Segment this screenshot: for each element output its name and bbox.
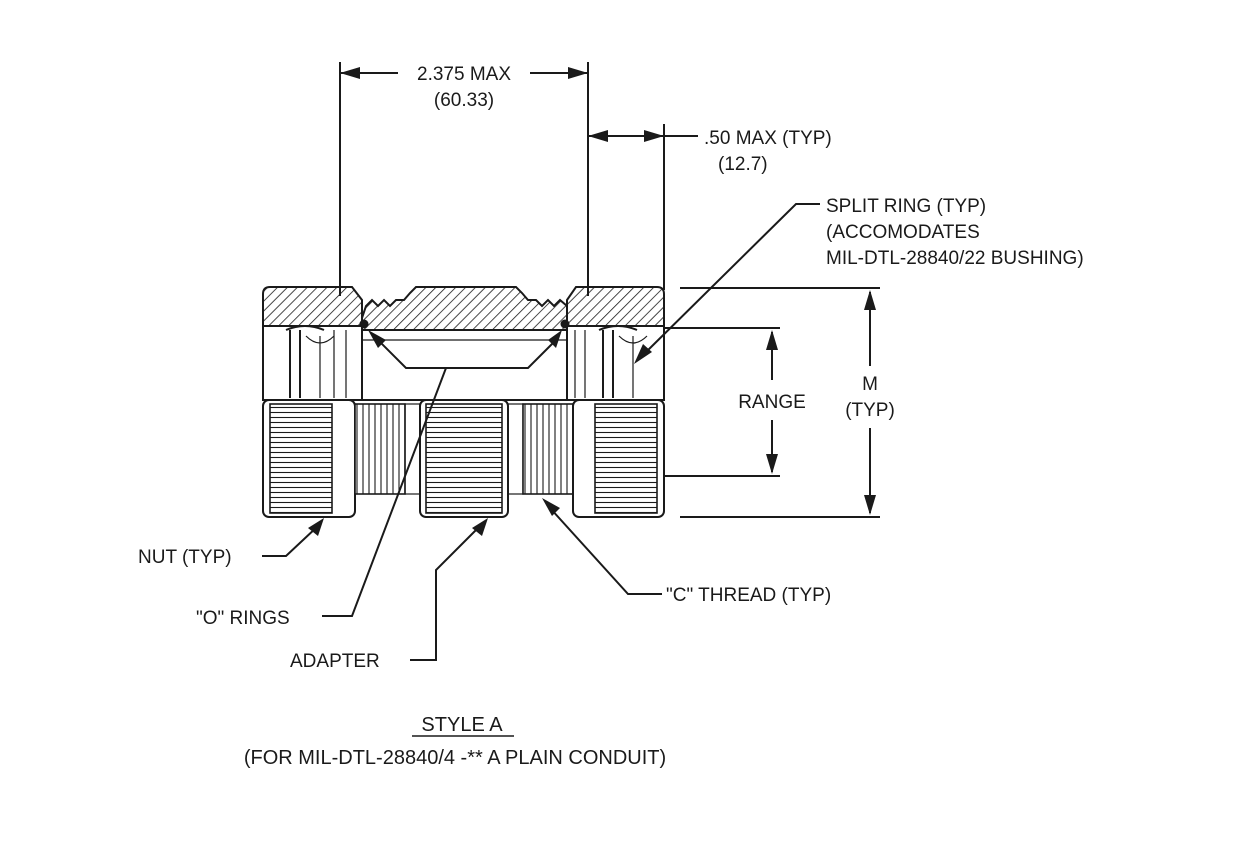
drawing-title: STYLE A (FOR MIL-DTL-28840/4 -** A PLAIN… — [244, 714, 666, 769]
o-rings-label: "O" RINGS — [196, 608, 290, 629]
dimension-m: M (TYP) — [680, 287, 895, 518]
adapter-upper-body — [361, 329, 568, 401]
dimension-end: .50 MAX (TYP) (12.7) — [588, 124, 832, 290]
dim-overall-metric: (60.33) — [434, 90, 494, 111]
dimension-overall: 2.375 MAX (60.33) — [339, 62, 589, 296]
dim-end-max: .50 MAX (TYP) — [704, 128, 832, 149]
style-subtitle: (FOR MIL-DTL-28840/4 -** A PLAIN CONDUIT… — [244, 747, 666, 769]
dim-end-metric: (12.7) — [718, 154, 768, 175]
left-o-ring — [359, 319, 369, 329]
adapter-label: ADAPTER — [290, 651, 380, 672]
callout-split-ring: SPLIT RING (TYP) (ACCOMODATES MIL-DTL-28… — [634, 196, 1084, 364]
right-o-ring — [560, 319, 570, 329]
left-split-ring — [285, 325, 325, 398]
nut-label: NUT (TYP) — [138, 547, 232, 568]
callout-o-rings: "O" RINGS — [196, 330, 562, 629]
style-title: STYLE A — [421, 714, 503, 736]
right-nut-knurl — [594, 403, 658, 514]
right-upper-body — [566, 325, 665, 401]
c-thread-label: "C" THREAD (TYP) — [666, 585, 831, 606]
m-typ-label: (TYP) — [845, 400, 895, 421]
range-label: RANGE — [738, 392, 806, 413]
left-nut-cap — [262, 286, 363, 327]
right-nut-cap — [566, 286, 665, 327]
callout-nut: NUT (TYP) — [138, 518, 324, 568]
adapter-knurl — [425, 403, 503, 514]
left-thread — [354, 403, 406, 495]
dim-overall-max: 2.375 MAX — [417, 64, 511, 85]
right-split-ring — [598, 325, 638, 398]
dimension-range: RANGE — [664, 327, 806, 477]
left-upper-body — [262, 325, 363, 401]
callout-c-thread: "C" THREAD (TYP) — [542, 498, 831, 606]
fitting-body — [262, 286, 665, 518]
adapter-section — [361, 286, 568, 331]
split-ring-line3: MIL-DTL-28840/22 BUSHING) — [826, 248, 1084, 269]
m-label: M — [862, 374, 878, 395]
callout-adapter: ADAPTER — [290, 518, 488, 672]
split-ring-line2: (ACCOMODATES — [826, 222, 980, 243]
right-thread — [522, 403, 574, 495]
split-ring-line1: SPLIT RING (TYP) — [826, 196, 986, 217]
left-nut-knurl — [269, 403, 333, 514]
